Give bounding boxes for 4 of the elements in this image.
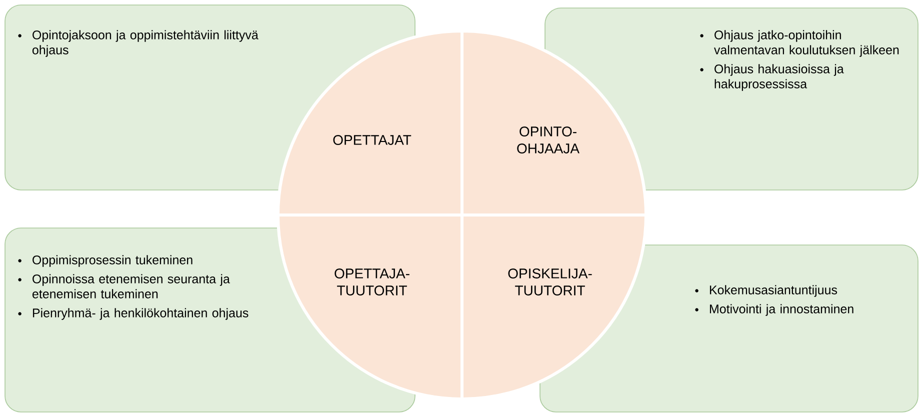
- quadrant-sector: OPETTAJAT: [276, 30, 464, 216]
- quadrant-sector: OPINTO- OHJAAJA: [460, 30, 648, 216]
- quadrant-sector: OPETTAJA- TUUTORIT: [276, 214, 464, 400]
- quadrant-sector: OPISKELIJA- TUUTORIT: [460, 214, 648, 400]
